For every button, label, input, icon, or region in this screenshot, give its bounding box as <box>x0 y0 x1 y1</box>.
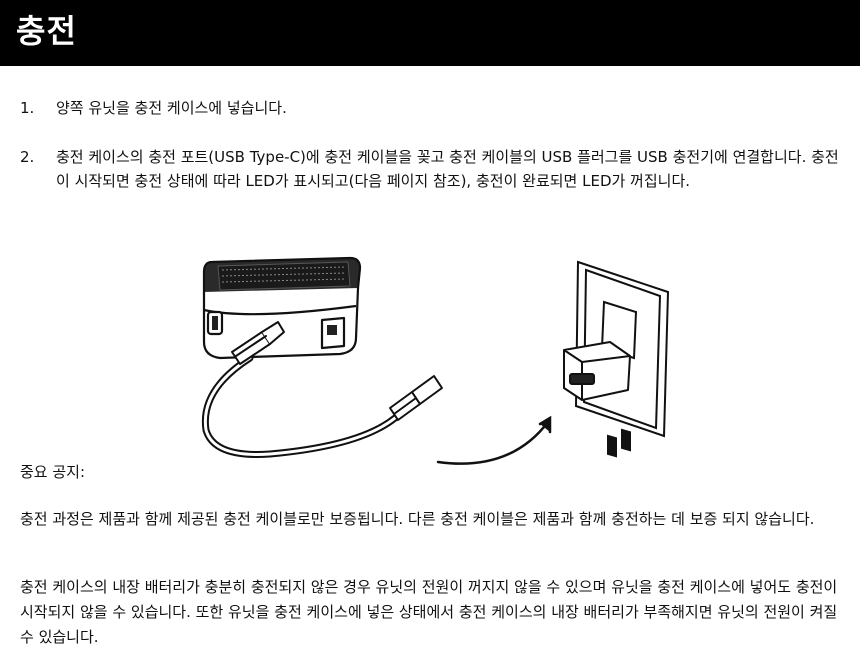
step-text: 충전 케이스의 충전 포트(USB Type-C)에 충전 케이블을 꽂고 충전… <box>56 148 839 190</box>
arrow-icon <box>436 415 552 465</box>
charging-case-icon <box>202 256 362 360</box>
usb-charger-icon <box>563 341 631 401</box>
page-header: 충전 <box>0 0 860 66</box>
step-text: 양쪽 유닛을 충전 케이스에 넣습니다. <box>56 99 287 117</box>
notice-paragraph-1: 충전 과정은 제품과 함께 제공된 충전 케이블로만 보증됩니다. 다른 충전 … <box>20 510 815 528</box>
step-1: 1. 양쪽 유닛을 충전 케이스에 넣습니다. <box>20 96 852 120</box>
notice-paragraph-2: 충전 케이스의 내장 배터리가 충분히 충전되지 않은 경우 유닛의 전원이 꺼… <box>20 578 838 646</box>
usb-cable-icon <box>201 321 443 458</box>
notice-label: 중요 공지: <box>20 463 86 481</box>
step-number: 1. <box>20 99 35 117</box>
step-number: 2. <box>20 148 35 166</box>
wall-outlet-icon <box>574 260 670 458</box>
charging-illustration <box>201 256 670 465</box>
step-2: 2. 충전 케이스의 충전 포트(USB Type-C)에 충전 케이블을 꽂고… <box>20 145 852 193</box>
page-title: 충전 <box>16 12 77 50</box>
